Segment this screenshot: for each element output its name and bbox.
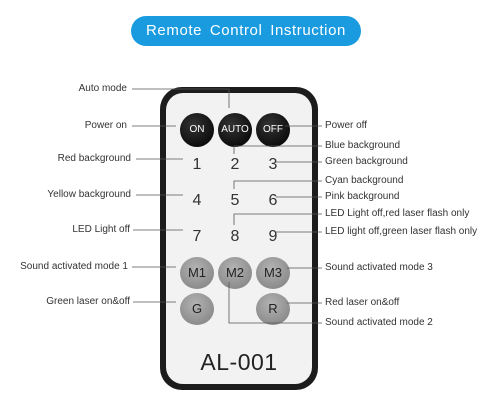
auto-button[interactable]: AUTO [218,113,252,147]
label-led-light-off: LED Light off [72,224,130,235]
button-1[interactable]: 1 [192,156,202,173]
label-yellow-background: Yellow background [47,189,131,200]
label-sound-mode-1: Sound activated mode 1 [20,261,128,272]
m3-button[interactable]: M3 [256,257,290,289]
label-sound-mode-2: Sound activated mode 2 [325,317,433,328]
m1-button[interactable]: M1 [180,257,214,289]
label-led-off-red-laser: LED Light off,red laser flash only [325,208,470,219]
power-off-button[interactable]: OFF [256,113,290,147]
button-5[interactable]: 5 [230,192,240,209]
button-6[interactable]: 6 [268,192,278,209]
remote-control: ON AUTO OFF 1 2 3 4 5 6 7 8 9 M1 M2 M3 G… [160,87,318,390]
label-power-on: Power on [84,120,127,131]
callout-line-m2 [228,282,322,324]
label-sound-mode-3: Sound activated mode 3 [325,262,433,273]
label-red-laser: Red laser on&off [325,297,400,308]
button-8[interactable]: 8 [230,228,240,245]
m2-button[interactable]: M2 [218,257,252,289]
label-led-off-green-laser: LED light off,green laser flash only [325,226,478,237]
button-7[interactable]: 7 [192,228,202,245]
callout-line-auto [132,88,230,108]
callout-line-2 [233,145,322,154]
label-auto-mode: Auto mode [78,83,127,94]
label-cyan-background: Cyan background [325,175,404,186]
label-green-background: Green background [325,156,408,167]
callout-line-5 [233,180,322,189]
label-blue-background: Blue background [325,140,401,151]
label-red-background: Red background [57,153,131,164]
label-power-off: Power off [325,120,368,131]
button-4[interactable]: 4 [192,192,202,209]
title-banner: Remote Control Instruction [131,16,361,46]
label-pink-background: Pink background [325,191,400,202]
g-button[interactable]: G [180,293,214,325]
button-3[interactable]: 3 [268,156,278,173]
remote-face: ON AUTO OFF 1 2 3 4 5 6 7 8 9 M1 M2 M3 G… [166,93,312,384]
button-9[interactable]: 9 [268,228,278,245]
button-2[interactable]: 2 [230,156,240,173]
model-label: AL-001 [200,349,278,375]
callout-line-8 [233,213,322,225]
label-green-laser: Green laser on&off [46,296,130,307]
r-button[interactable]: R [256,293,290,325]
power-on-button[interactable]: ON [180,113,214,147]
